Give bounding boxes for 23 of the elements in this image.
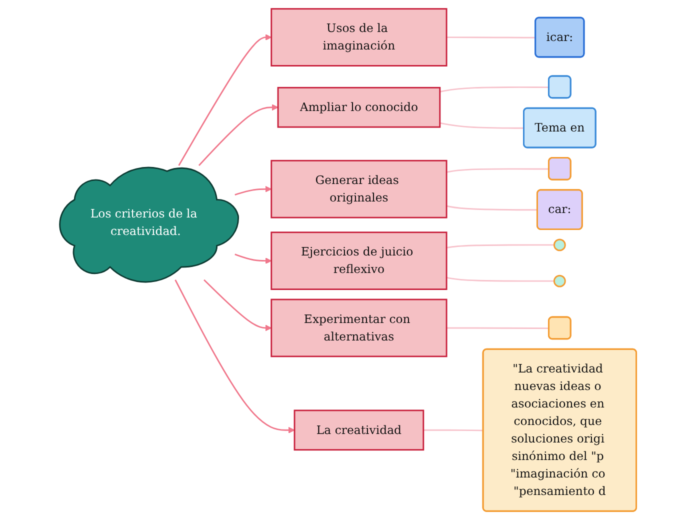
arrow (234, 254, 272, 264)
connector (446, 205, 538, 211)
node-box: La creatividad (294, 410, 424, 451)
arrow (234, 186, 272, 196)
node-box: Ampliar lo conocido (277, 86, 441, 128)
node-box: Generar ideas originales (270, 160, 448, 218)
connector (423, 429, 484, 432)
connector (446, 244, 554, 248)
connector (446, 276, 554, 282)
connector (446, 168, 549, 173)
node-box: Ejercicios de juicio reflexivo (270, 232, 448, 290)
arrow (198, 104, 278, 166)
connector (446, 36, 536, 38)
node-box: Usos de la imaginación (270, 8, 448, 66)
arrow (178, 34, 272, 166)
connector (440, 122, 524, 129)
node-box: Experimentar con alternativas (270, 298, 448, 358)
connector (440, 86, 549, 92)
node-circle (553, 274, 566, 288)
connector (446, 327, 549, 330)
arrow (174, 280, 295, 434)
node-circle (553, 238, 566, 252)
arrow (203, 279, 272, 332)
